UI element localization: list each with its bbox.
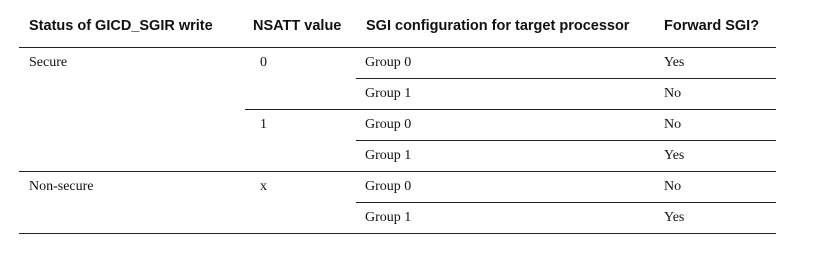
forward-cell: Yes [654, 47, 776, 79]
forward-cell: Yes [654, 202, 776, 234]
forward-cell: No [654, 171, 776, 203]
status-cell: Secure [19, 47, 245, 172]
forward-cell: No [654, 109, 776, 141]
table-row: Secure 0 Group 0 Yes [19, 47, 776, 172]
forward-cell: Yes [654, 140, 776, 172]
config-cell: Group 1 [356, 78, 654, 110]
config-cell: Group 0 [356, 171, 654, 203]
table-row: Group 1 Yes [19, 202, 776, 234]
header-sgi-config: SGI configuration for target processor [356, 4, 654, 48]
config-cell: Group 1 [356, 202, 654, 234]
header-row: Status of GICD_SGIR write NSATT value SG… [19, 4, 776, 48]
nsatt-cell: x [245, 171, 356, 234]
table-row: Non-secure x Group 0 No [19, 171, 776, 234]
table-row: Group 1 No [19, 78, 776, 110]
config-cell: Group 0 [356, 47, 654, 79]
nsatt-cell: 0 [245, 47, 356, 110]
sgi-forwarding-table: Status of GICD_SGIR write NSATT value SG… [19, 4, 776, 234]
table-row: Group 1 Yes [19, 140, 776, 172]
forward-cell: No [654, 78, 776, 110]
table-row: 1 Group 0 No [19, 109, 776, 172]
status-cell: Non-secure [19, 171, 245, 234]
config-cell: Group 1 [356, 140, 654, 172]
header-nsatt: NSATT value [245, 4, 356, 48]
config-cell: Group 0 [356, 109, 654, 141]
nsatt-cell: 1 [245, 109, 356, 172]
header-forward: Forward SGI? [654, 4, 776, 48]
header-status: Status of GICD_SGIR write [19, 4, 245, 48]
